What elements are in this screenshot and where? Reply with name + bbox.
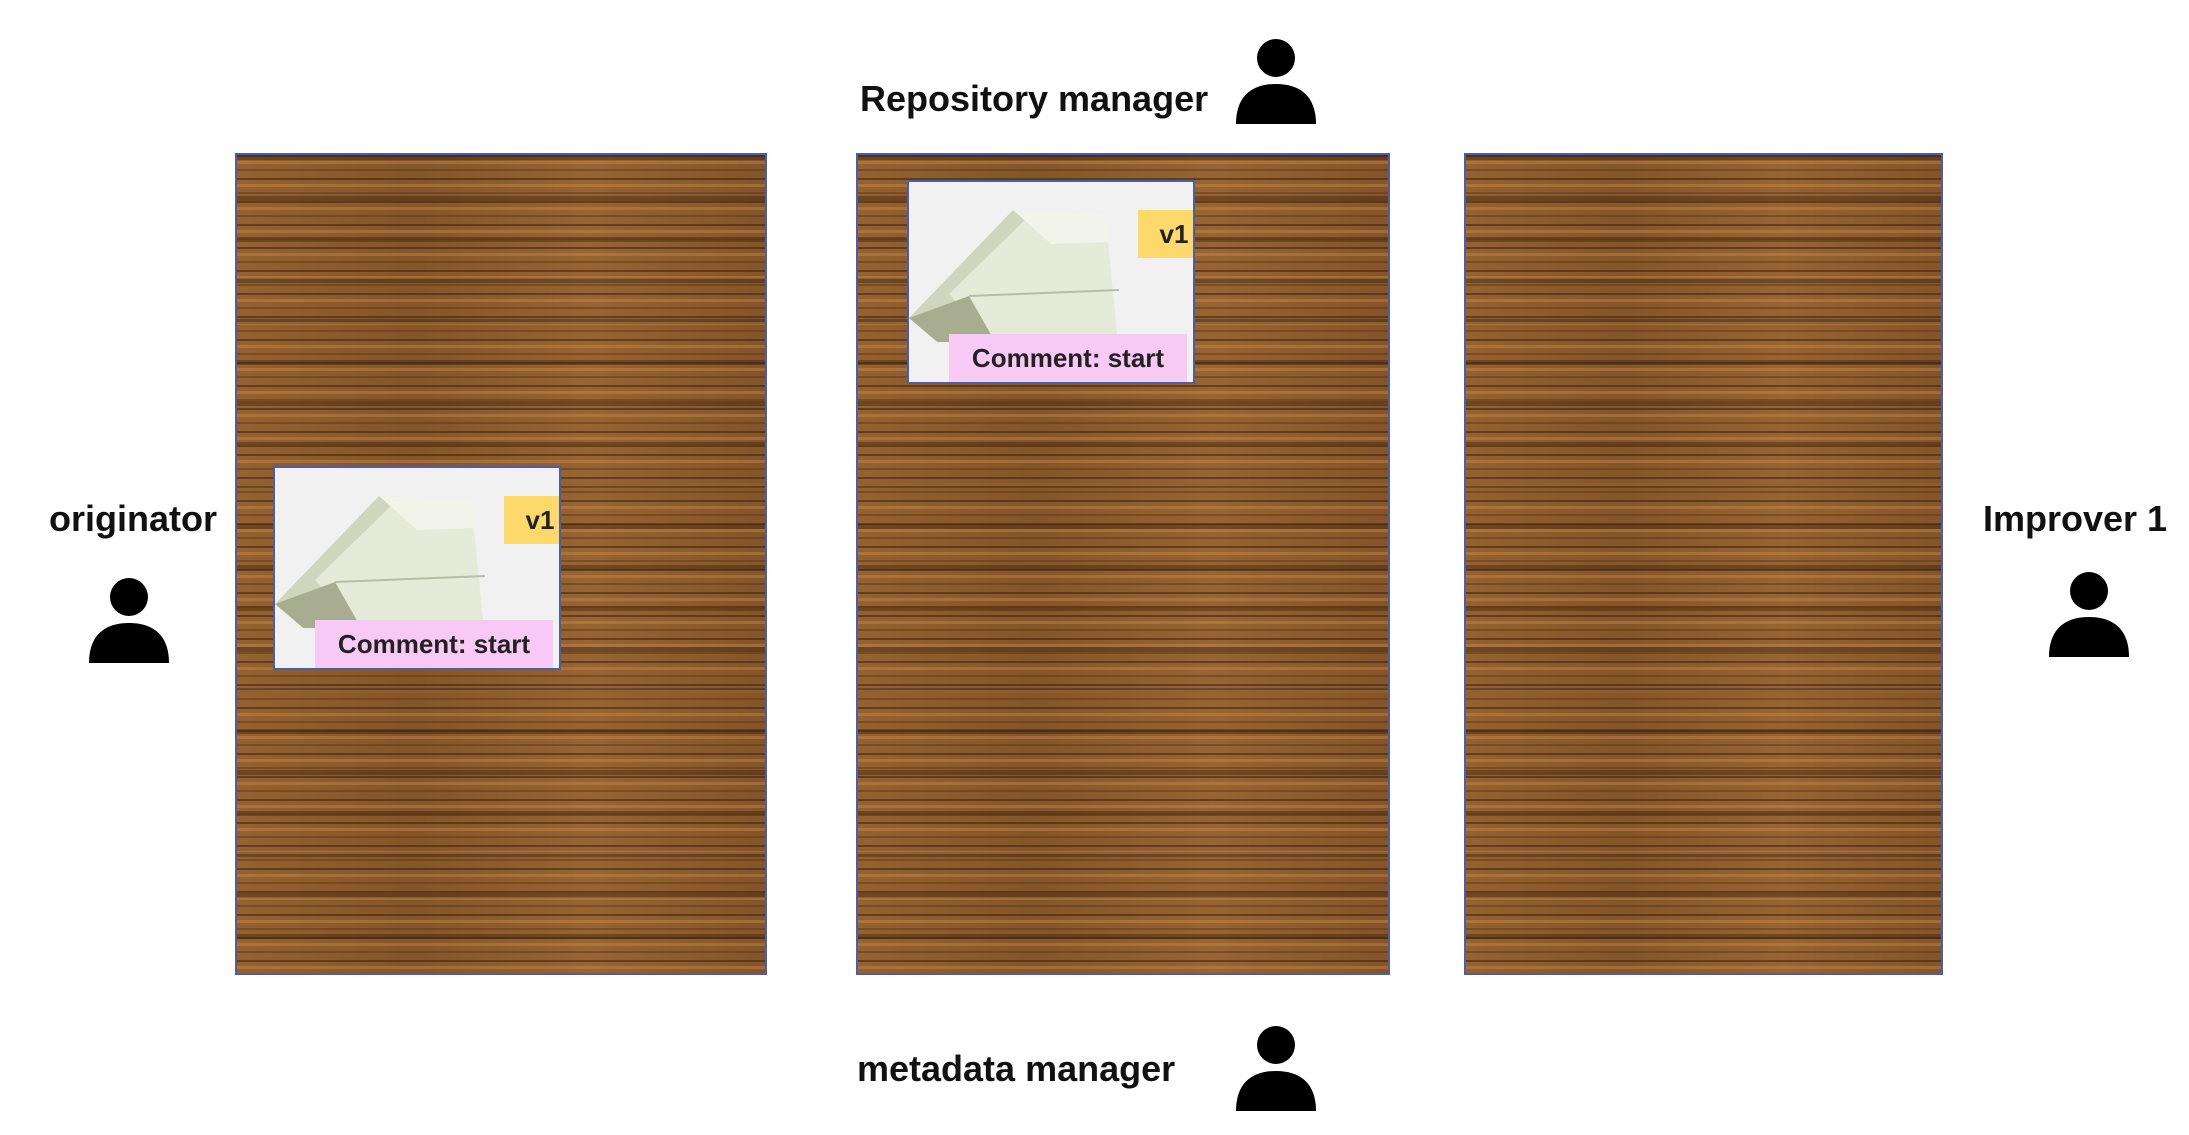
comment-tag: Comment: start [949, 334, 1187, 382]
person-icon [1236, 39, 1316, 124]
person-icon [2049, 572, 2129, 657]
person-icon [1236, 1026, 1316, 1111]
artifact-card-originator[interactable]: v1 Comment: start [273, 466, 561, 670]
person-icon [89, 578, 169, 663]
version-tag: v1 [1138, 210, 1193, 258]
repository-manager-label: Repository manager [860, 78, 1209, 119]
improver-board [1464, 153, 1943, 975]
artifact-card-repository[interactable]: v1 Comment: start [907, 180, 1195, 384]
version-tag: v1 [504, 496, 559, 544]
metadata-manager-label: metadata manager [857, 1048, 1176, 1089]
originator-label: originator [49, 498, 217, 539]
paper-airplane-icon [275, 496, 485, 628]
comment-tag: Comment: start [315, 620, 553, 668]
paper-airplane-icon [909, 210, 1119, 342]
improver-label: Improver 1 [1983, 498, 2168, 539]
